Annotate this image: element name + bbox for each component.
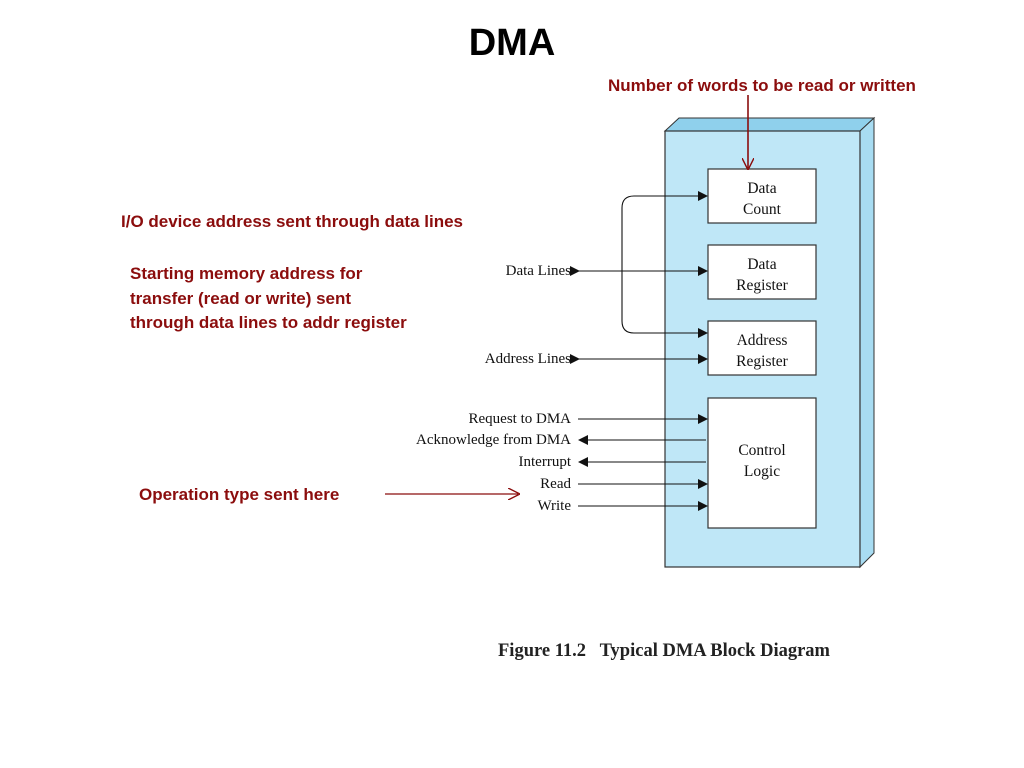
slide-title: DMA bbox=[468, 22, 556, 64]
block-control-logic: Control Logic bbox=[707, 397, 817, 529]
signal-interrupt: Interrupt bbox=[519, 454, 572, 470]
module-top-face bbox=[663, 117, 876, 132]
signal-read: Read bbox=[540, 476, 571, 492]
module-side-face bbox=[859, 116, 875, 569]
block-address-register-line-2: Register bbox=[736, 353, 788, 370]
block-data-count: Data Count bbox=[707, 168, 817, 224]
block-data-register-line-1: Data bbox=[747, 256, 776, 273]
block-data-count-line-2: Count bbox=[743, 201, 782, 218]
figure-caption: Figure 11.2 Typical DMA Block Diagram bbox=[498, 641, 831, 661]
annotation-io-address: I/O device address sent through data lin… bbox=[121, 212, 463, 231]
signal-acknowledge: Acknowledge from DMA bbox=[416, 432, 571, 448]
block-data-register-line-2: Register bbox=[736, 277, 788, 294]
annotation-operation-type: Operation type sent here bbox=[139, 485, 340, 504]
signal-write: Write bbox=[537, 498, 571, 514]
annotation-start-address-line-2: transfer (read or write) sent bbox=[130, 288, 352, 308]
signal-address-lines: Address Lines bbox=[485, 351, 571, 367]
signal-data-lines: Data Lines bbox=[506, 263, 572, 279]
annotation-start-address-line-3: through data lines to addr register bbox=[130, 313, 407, 332]
block-control-logic-line-2: Logic bbox=[744, 463, 780, 480]
annotation-word-count: Number of words to be read or written bbox=[608, 76, 916, 95]
annotation-start-address: Starting memory address for transfer (re… bbox=[130, 262, 407, 336]
block-control-logic-line-1: Control bbox=[738, 442, 785, 459]
block-data-count-line-1: Data bbox=[747, 180, 776, 197]
block-address-register-line-1: Address bbox=[737, 332, 788, 349]
block-address-register: Address Register bbox=[707, 320, 817, 376]
signal-request: Request to DMA bbox=[469, 411, 572, 427]
annotation-start-address-line-1: Starting memory address for bbox=[130, 264, 363, 283]
block-data-register: Data Register bbox=[707, 244, 817, 300]
data-lines-bracket bbox=[621, 195, 708, 338]
